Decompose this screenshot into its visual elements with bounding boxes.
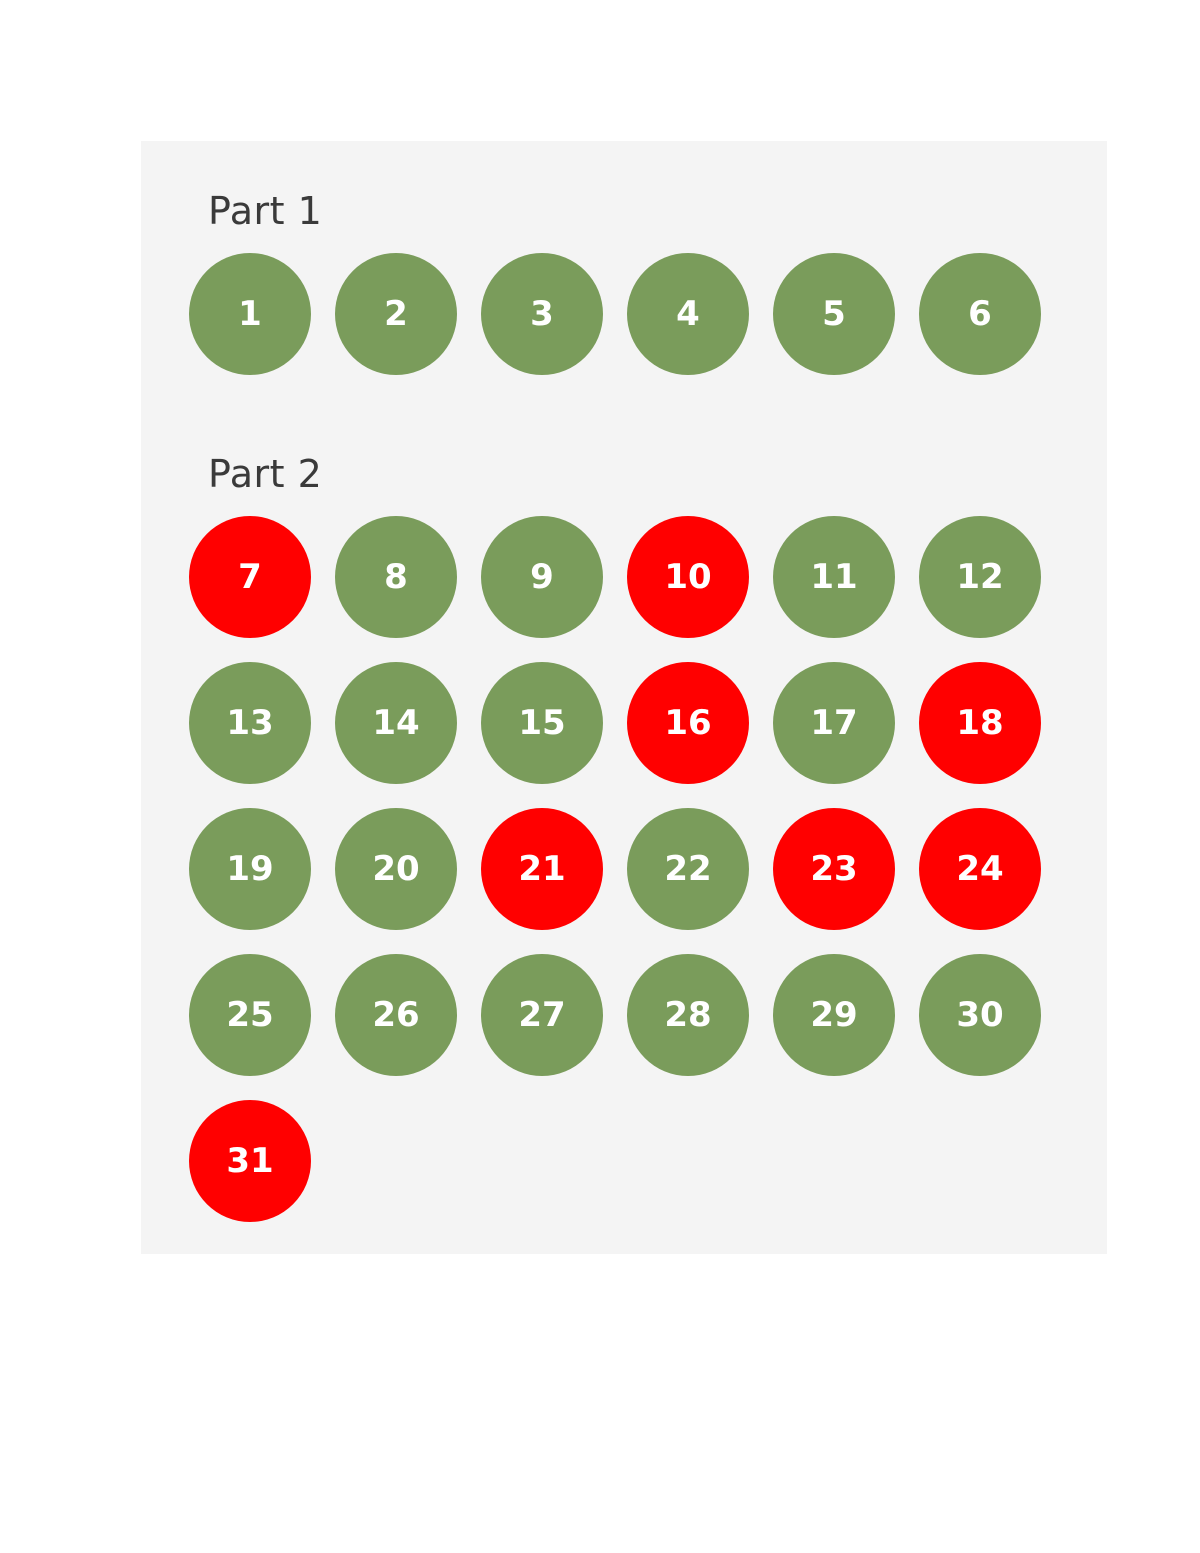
question-button-10[interactable]: 10: [627, 516, 749, 638]
question-button-17[interactable]: 17: [773, 662, 895, 784]
question-button-19[interactable]: 19: [189, 808, 311, 930]
question-button-3[interactable]: 3: [481, 253, 603, 375]
question-button-11[interactable]: 11: [773, 516, 895, 638]
question-button-20[interactable]: 20: [335, 808, 457, 930]
question-button-7[interactable]: 7: [189, 516, 311, 638]
question-button-8[interactable]: 8: [335, 516, 457, 638]
question-button-1[interactable]: 1: [189, 253, 311, 375]
question-button-4[interactable]: 4: [627, 253, 749, 375]
question-button-26[interactable]: 26: [335, 954, 457, 1076]
question-button-28[interactable]: 28: [627, 954, 749, 1076]
question-button-15[interactable]: 15: [481, 662, 603, 784]
question-button-13[interactable]: 13: [189, 662, 311, 784]
question-button-14[interactable]: 14: [335, 662, 457, 784]
question-button-16[interactable]: 16: [627, 662, 749, 784]
question-button-25[interactable]: 25: [189, 954, 311, 1076]
question-button-31[interactable]: 31: [189, 1100, 311, 1222]
question-button-18[interactable]: 18: [919, 662, 1041, 784]
question-button-21[interactable]: 21: [481, 808, 603, 930]
question-button-12[interactable]: 12: [919, 516, 1041, 638]
question-button-2[interactable]: 2: [335, 253, 457, 375]
part-1-title: Part 1: [208, 189, 323, 233]
part-2-title: Part 2: [208, 452, 323, 496]
question-button-5[interactable]: 5: [773, 253, 895, 375]
question-button-27[interactable]: 27: [481, 954, 603, 1076]
question-button-24[interactable]: 24: [919, 808, 1041, 930]
question-button-30[interactable]: 30: [919, 954, 1041, 1076]
question-button-23[interactable]: 23: [773, 808, 895, 930]
question-button-6[interactable]: 6: [919, 253, 1041, 375]
question-button-9[interactable]: 9: [481, 516, 603, 638]
question-button-22[interactable]: 22: [627, 808, 749, 930]
question-button-29[interactable]: 29: [773, 954, 895, 1076]
